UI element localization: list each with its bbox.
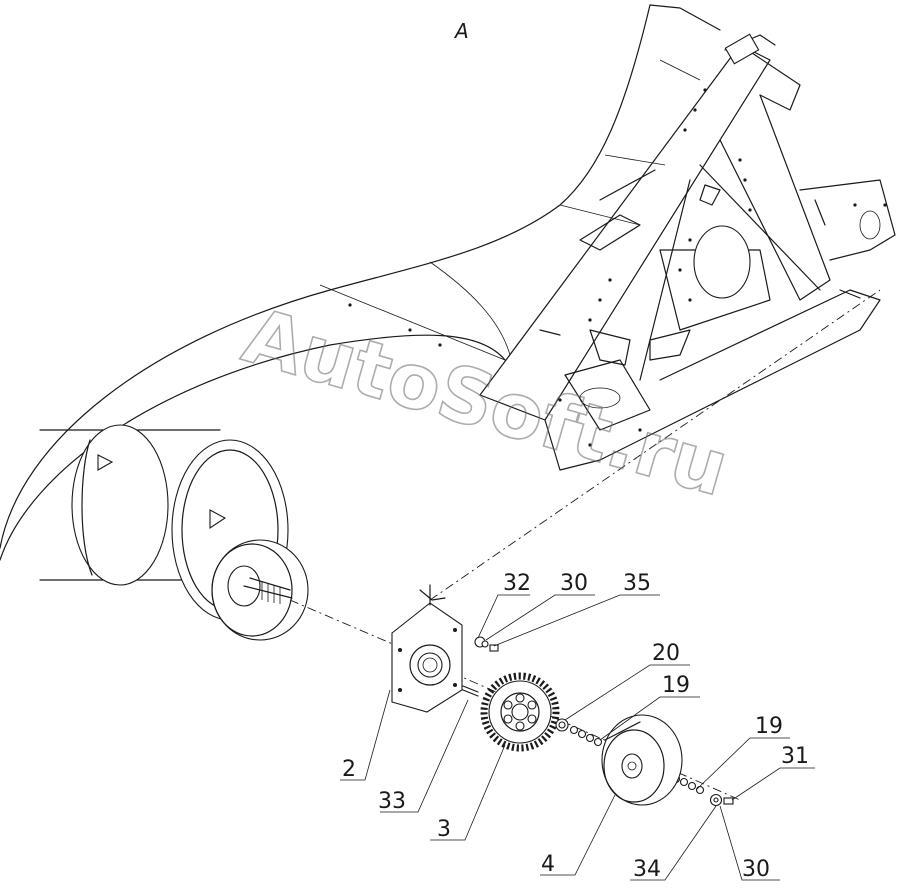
- end-bolt: [723, 797, 734, 805]
- callout-19-lower: 19: [755, 714, 783, 739]
- callout-31: 31: [781, 744, 809, 769]
- callout-20: 20: [652, 641, 680, 666]
- truss-frame: [348, 33, 896, 471]
- small-bolt: [489, 644, 499, 652]
- callout-2: 2: [342, 757, 356, 782]
- callout-3: 3: [437, 817, 451, 842]
- callout-35: 35: [623, 571, 651, 596]
- pulley: [601, 714, 683, 806]
- callout-labels: 2 33 3 4 32 30 35 20 19 19 31 34 30: [342, 571, 809, 882]
- bolt: [462, 685, 479, 697]
- leader-lines: [340, 594, 815, 881]
- view-label: A: [453, 19, 469, 43]
- axis-lines: [289, 289, 881, 801]
- callout-30-top: 30: [560, 571, 588, 596]
- auger-drum: [39, 424, 309, 641]
- bearing-plate: [391, 584, 463, 713]
- callout-33: 33: [378, 789, 406, 814]
- callout-19-upper: 19: [662, 673, 690, 698]
- sprocket: [480, 672, 560, 752]
- watermark-text: AutoSoft.ru: [234, 291, 738, 514]
- header-housing: [0, 4, 721, 561]
- callout-32: 32: [503, 571, 531, 596]
- callout-34: 34: [633, 857, 661, 882]
- frame-window: [693, 225, 751, 299]
- callout-30-bottom: 30: [742, 857, 770, 882]
- callout-4: 4: [541, 852, 555, 877]
